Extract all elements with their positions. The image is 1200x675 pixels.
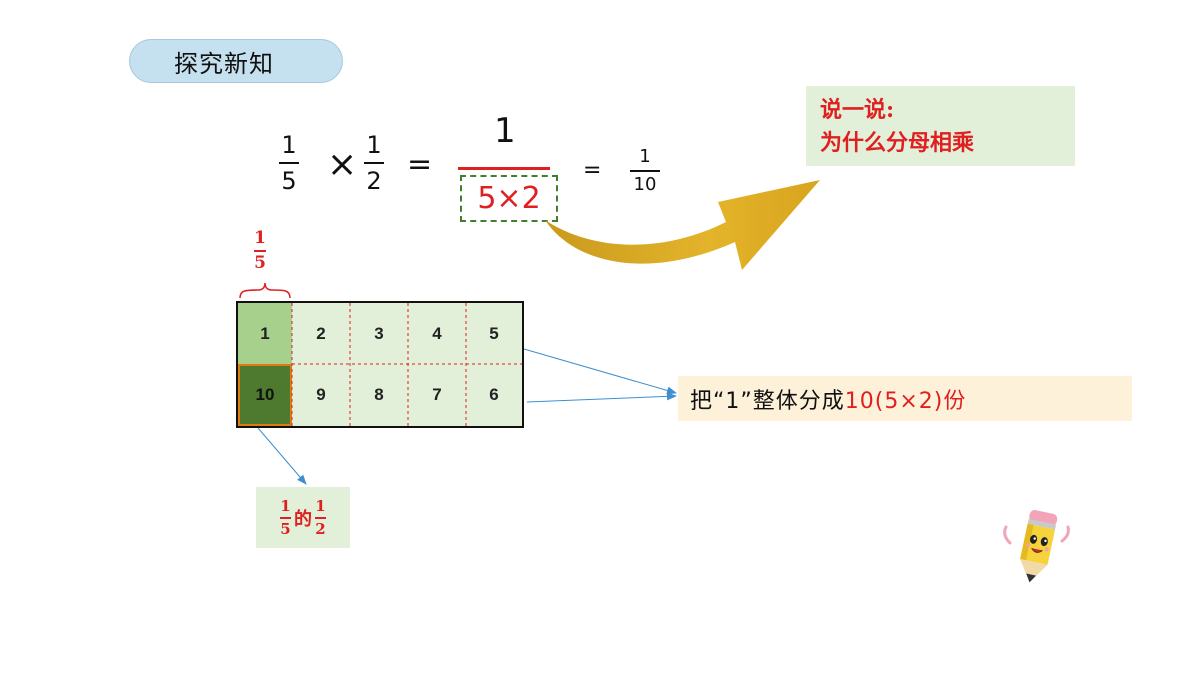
numerator: 1	[254, 228, 266, 248]
grid-cell: 3	[350, 303, 408, 364]
grid-cell: 4	[408, 303, 466, 364]
times-sign: ×	[327, 144, 358, 185]
discussion-prompt-box: 说一说: 为什么分母相乘	[806, 86, 1075, 166]
fraction-bar	[280, 516, 291, 519]
result-denominator-box: 5×2	[460, 175, 558, 222]
cell-number: 1	[260, 323, 270, 343]
grid-cell: 5	[466, 303, 522, 364]
fraction-bar	[254, 250, 266, 252]
statement-box: 把“1”整体分成 10(5×2)份	[678, 376, 1132, 421]
result-fraction-bar	[458, 167, 550, 170]
fraction-one-fifth: 1 5	[279, 133, 299, 193]
curved-arrow-icon	[545, 180, 820, 270]
result-denominator: 5×2	[477, 181, 541, 216]
cell-number: 8	[374, 385, 384, 404]
denominator: 5	[254, 253, 266, 273]
fraction-bar	[630, 170, 660, 172]
cell-number: 7	[432, 385, 442, 404]
grid-fraction-label: 1 5	[254, 230, 266, 272]
one-fifth-of-one-half-box: 1 5 的 1 2	[256, 487, 350, 548]
grid-cell: 9	[292, 364, 350, 426]
cell-number: 6	[489, 385, 499, 404]
grid-cell: 2	[292, 303, 350, 364]
statement-highlight: 10(5×2)份	[844, 388, 967, 414]
numerator: 1	[280, 496, 291, 515]
fraction-one-half-small: 1 2	[315, 496, 326, 538]
numerator: 1	[639, 146, 651, 167]
grid-dashed-lines	[291, 303, 522, 426]
denominator: 10	[633, 173, 657, 195]
cell-number: 10	[255, 385, 275, 404]
fraction-one-half: 1 2	[364, 133, 384, 193]
cell-number: 3	[374, 323, 384, 343]
of-word: 的	[294, 508, 312, 530]
fraction-one-tenth: 1 10	[630, 148, 660, 194]
section-title: 探究新知	[174, 49, 274, 78]
denominator: 2	[366, 167, 382, 195]
equals-sign-2: =	[583, 158, 602, 183]
denominator: 5	[280, 519, 291, 538]
fraction-bar	[364, 162, 384, 164]
pencil-mascot-icon	[1003, 510, 1070, 583]
grid-cell: 7	[408, 364, 466, 426]
fraction-one-fifth-small: 1 5	[280, 496, 291, 538]
section-title-pill: 探究新知	[129, 39, 343, 83]
grid-cell: 8	[350, 364, 408, 426]
prompt-line-2: 为什么分母相乘	[820, 130, 975, 156]
equals-sign: =	[407, 147, 433, 182]
cell-number: 9	[316, 385, 326, 404]
statement-prefix: 把“1”整体分成	[690, 388, 845, 414]
fraction-bar	[315, 516, 326, 519]
cell-number: 5	[489, 323, 499, 343]
numerator: 1	[281, 131, 297, 159]
prompt-line-1: 说一说:	[820, 97, 895, 123]
grid-cell: 6	[466, 364, 522, 426]
denominator: 5	[281, 167, 297, 195]
fraction-grid: 1 2 3 4 5 10 9 8 7 6	[236, 301, 524, 428]
denominator: 2	[315, 519, 326, 538]
grid-cell-highlighted: 10	[238, 364, 292, 426]
fraction-bar	[279, 162, 299, 164]
cell-number: 2	[316, 323, 326, 343]
brace-icon	[239, 282, 291, 299]
result-numerator: 1	[494, 111, 516, 151]
cell-number: 4	[432, 323, 442, 343]
numerator: 1	[366, 131, 382, 159]
grid-cell: 1	[238, 303, 292, 364]
numerator: 1	[315, 496, 326, 515]
